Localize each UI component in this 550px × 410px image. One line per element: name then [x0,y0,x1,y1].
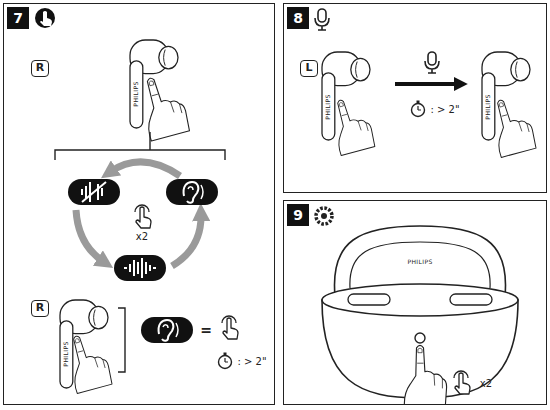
step-panel: 9 [283,200,547,405]
tap-icon [222,316,238,339]
cycle-arrow [76,210,104,262]
brand-mark: PHILIPS [407,259,432,265]
step-number: 8 [287,7,309,29]
charging-case [415,333,425,343]
anc-icon [68,179,120,205]
brand-mark: PHILIPS [63,341,69,366]
pressing-hand [404,345,446,405]
charging-case [350,242,490,288]
side-tag: L [300,60,318,77]
off-icon [114,255,166,281]
tapping-hand [135,72,190,141]
gesture-icon [35,8,55,28]
awareness-icon [141,317,193,343]
double-tap-icon [454,371,470,394]
off-icon [124,258,156,278]
timer-icon [219,353,232,369]
step-panel: 7R R [3,3,275,405]
cycle-arrow [172,214,201,266]
step-9-art [316,208,518,405]
settings-icon [316,208,332,224]
double-tap-icon [135,205,151,228]
side-letter: R [32,61,48,75]
side-tag: R [31,300,49,317]
off-icon [114,255,166,281]
step-panel: 8L [283,3,547,193]
timer-icon [412,101,425,117]
charging-case [450,294,492,305]
side-letter: R [32,301,48,315]
holding-hand [487,94,537,157]
charging-case [348,294,390,305]
mic-icon [315,9,329,30]
step-8-art [315,9,537,157]
gesture-icon [40,11,52,26]
mic-icon [425,52,439,73]
step-number: 7 [7,7,29,29]
anc-icon [82,182,106,202]
holding-hand [63,330,113,393]
hold-time: : > 2" [430,105,459,115]
equals-sign: = [200,323,212,337]
brand-mark: PHILIPS [485,94,491,119]
side-tag: R [31,60,49,77]
step-7-art [35,8,238,393]
step-number: 9 [287,204,309,226]
hold-time: : > 2" [237,357,266,367]
cycle-arrow [110,162,180,176]
bracket [118,308,125,372]
tapping-hand [327,94,376,155]
awareness-icon [141,317,193,343]
brand-mark: PHILIPS [133,81,139,106]
gesture-icon [35,8,55,28]
awareness-icon [166,179,218,205]
brand-mark: PHILIPS [325,94,331,119]
arrow [395,82,458,86]
tap-count: x2 [136,232,148,242]
awareness-icon [184,182,203,203]
side-letter: L [301,61,317,75]
bracket [55,132,225,160]
settings-icon [321,213,327,219]
awareness-icon [159,320,178,341]
tap-count: x2 [480,379,492,389]
charging-case [322,284,518,316]
anc-icon [68,179,120,205]
awareness-icon [166,179,218,205]
settings-icon [316,208,332,224]
